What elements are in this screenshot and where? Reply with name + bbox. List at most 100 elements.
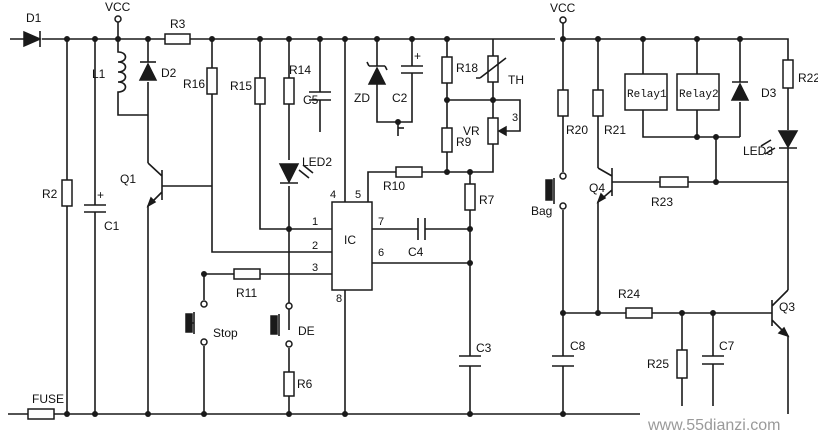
watermark: www.55dianzi.com [647,417,781,434]
led2-label: LED2 [302,155,332,169]
d1-label: D1 [26,11,42,25]
ic-chip [331,201,373,291]
fuse-label: FUSE [32,392,64,406]
r25-label: R25 [647,357,669,371]
ic-pin3: 3 [312,262,318,274]
transistor-q4 [596,167,660,313]
right-circuit: VCC R20 Bag C8 R21 Q4 R23 Rel [531,1,818,417]
resistor-r18 [441,56,453,84]
ic-pin4: 4 [330,189,336,201]
c5-label: C5 [303,93,319,107]
capacitor-c2 [397,39,423,136]
d2-label: D2 [161,66,177,80]
r20-label: R20 [566,123,588,137]
r18-label: R18 [456,61,478,75]
resistor-r10 [395,166,423,178]
r7-label: R7 [479,193,495,207]
resistor-r22 [782,59,794,89]
r6-label: R6 [297,377,313,391]
th-label: TH [508,73,524,87]
ic-pin7: 7 [378,216,384,228]
capacitor-c4 [372,218,470,240]
transistor-q1 [146,162,212,414]
bag-switch [545,172,567,210]
ic-label: IC [344,233,356,247]
resistor-r3 [164,33,191,45]
capacitor-c3 [459,355,481,367]
r21-label: R21 [604,123,626,137]
bag-label: Bag [531,204,552,218]
inductor-l1 [117,39,148,116]
r11-label: R11 [236,286,257,300]
led3-label: LED3 [743,144,773,158]
resistor-r24 [625,307,653,319]
diode-d2 [138,39,158,163]
thermistor-th [476,39,507,118]
vr-label: VR [463,124,480,138]
resistor-r21 [592,89,604,117]
r15-wire [259,39,332,230]
r2-label: R2 [42,187,58,201]
ic-pin2: 2 [312,240,318,252]
resistor-r16 [206,67,218,95]
resistor-r14 [283,77,295,105]
potentiometer-vr [447,99,521,173]
c2-label: C2 [392,91,408,105]
vcc-right-label: VCC [550,1,576,15]
r11-wire [203,273,332,414]
resistor-r2 [61,179,73,207]
r3-label: R3 [170,17,186,31]
r18-r9-wire [367,39,448,202]
ic-pin5: 5 [355,189,361,201]
l1-label: L1 [92,67,106,81]
c1-plus: + [97,188,104,202]
diode-d3 [730,39,750,137]
vcc-left-terminal [114,15,122,39]
c3-label: C3 [476,341,492,355]
resistor-r9 [441,127,453,153]
ic-pin8: 8 [336,293,342,305]
diode-d1 [23,30,42,48]
relay-wires [642,39,740,182]
led3 [760,130,799,155]
fuse [27,408,55,420]
r14-label: R14 [289,63,311,77]
resistor-r23 [659,176,689,188]
vcc-left-label: VCC [105,0,131,14]
relay1 [624,73,668,111]
led2 [278,163,314,184]
capacitor-c8 [552,355,574,367]
stop-label: Stop [213,326,238,340]
r23-label: R23 [651,195,673,209]
resistor-r7 [464,183,476,211]
r24-label: R24 [618,287,640,301]
vcc-right-terminal [559,16,789,60]
left-circuit: D1 FUSE VCC R2 + C1 L1 D2 [8,0,555,420]
junctions-left [64,36,496,417]
transistor-q3 [771,289,790,414]
zener-zd [366,39,398,123]
c8-label: C8 [570,339,586,353]
resistor-r15 [254,77,266,105]
resistor-r6 [283,371,295,397]
c4-label: C4 [408,245,424,259]
vr-pin3: 3 [512,112,518,124]
junctions-right [560,36,743,417]
c2-plus: + [414,49,421,63]
ic-pin6: 6 [378,247,384,259]
relay1-label: Relay1 [627,89,667,101]
relay2-label: Relay2 [679,89,719,101]
de-label: DE [298,324,315,338]
capacitor-c1 [84,39,106,414]
r22-label: R22 [798,71,818,85]
r10-label: R10 [383,179,405,193]
relay2 [676,73,720,111]
r9-label: R9 [456,135,472,149]
c7-label: C7 [719,339,735,353]
r16-wire [211,39,332,253]
d3-label: D3 [761,86,777,100]
capacitor-c5 [309,39,331,132]
ic-pin1: 1 [312,216,318,228]
zd-label: ZD [354,91,370,105]
stop-switch [185,300,208,346]
